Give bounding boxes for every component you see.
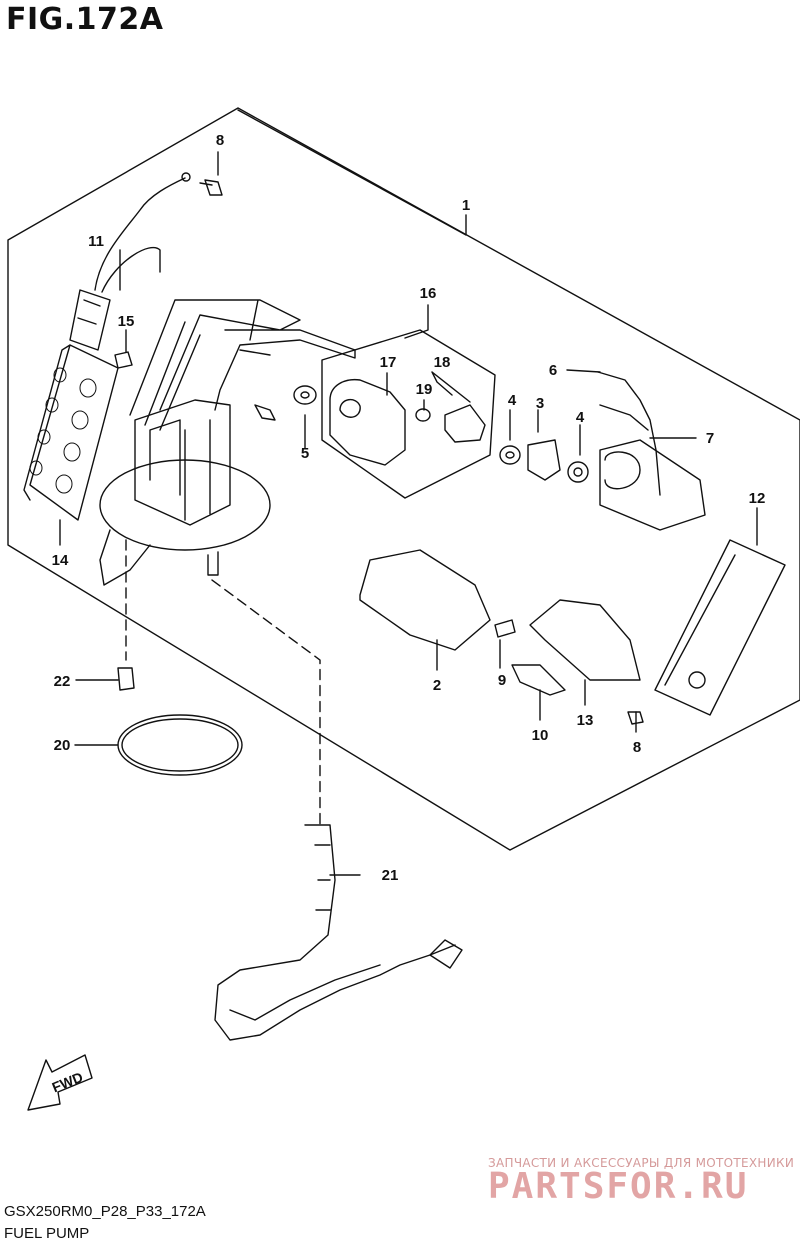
sender-holes — [29, 367, 97, 494]
label-13: 13 — [577, 712, 594, 729]
figure-code: GSX250RM0_P28_P33_172A — [4, 1203, 206, 1220]
connector-11 — [69, 289, 111, 351]
label-4a: 4 — [508, 392, 517, 409]
oring-19 — [415, 408, 431, 422]
washer-4b — [567, 461, 589, 483]
label-8a: 8 — [216, 132, 224, 149]
hose-21 — [214, 824, 456, 1041]
screw-8-top — [199, 179, 223, 196]
label-12: 12 — [749, 490, 766, 507]
wires-11 — [94, 177, 186, 293]
label-19: 19 — [416, 381, 433, 398]
figure-name: FUEL PUMP — [4, 1225, 90, 1242]
label-1: 1 — [462, 197, 470, 214]
label-18: 18 — [434, 354, 451, 371]
watermark-tagline: ЗАПЧАСТИ И АКСЕССУАРЫ ДЛЯ МОТОТЕХНИКИ — [488, 1156, 795, 1170]
label-21: 21 — [382, 867, 399, 884]
dashed-guides — [125, 539, 321, 826]
watermark-logo: PARTSFOR.RU — [488, 1166, 749, 1207]
label-6: 6 — [549, 362, 557, 379]
label-14: 14 — [52, 552, 69, 569]
washer-4a — [499, 445, 521, 465]
label-4b: 4 — [576, 409, 585, 426]
label-9: 9 — [498, 672, 506, 689]
figure-title: FIG.172A — [6, 2, 164, 37]
label-15: 15 — [118, 313, 135, 330]
label-22: 22 — [54, 673, 71, 690]
pump-7 — [599, 439, 706, 531]
bracket-10 — [511, 664, 566, 696]
bracket-13 — [529, 599, 641, 681]
assembly-outline — [7, 107, 800, 851]
bolt-bracket — [254, 404, 276, 421]
label-10: 10 — [532, 727, 549, 744]
filter-12 — [654, 539, 786, 716]
screw-8-lower — [627, 711, 644, 725]
label-3: 3 — [536, 395, 544, 412]
label-20: 20 — [54, 737, 71, 754]
label-11: 11 — [88, 233, 104, 250]
regulator-17 — [329, 378, 406, 466]
regulator-18 — [444, 404, 486, 443]
regulator-box — [321, 329, 496, 499]
label-2: 2 — [433, 677, 441, 694]
filter-3 — [527, 439, 561, 481]
fwd-arrow-label: FWD — [50, 1069, 86, 1096]
label-7: 7 — [706, 430, 714, 447]
pump-bracket — [129, 299, 356, 526]
washer-5 — [293, 385, 317, 405]
clip-9 — [494, 619, 516, 638]
bracket-2 — [359, 549, 491, 651]
bolt-22 — [117, 667, 135, 691]
label-5: 5 — [301, 445, 309, 462]
oring-20 — [117, 714, 243, 776]
fwd-arrow-outline — [27, 1054, 93, 1111]
grommet-15 — [114, 351, 133, 369]
label-16: 16 — [420, 285, 437, 302]
label-8b: 8 — [633, 739, 641, 756]
flange-plate — [99, 459, 271, 551]
sender-unit — [23, 344, 119, 521]
wires-7 — [597, 371, 661, 496]
label-17: 17 — [380, 354, 397, 371]
leader-lines — [59, 109, 758, 876]
